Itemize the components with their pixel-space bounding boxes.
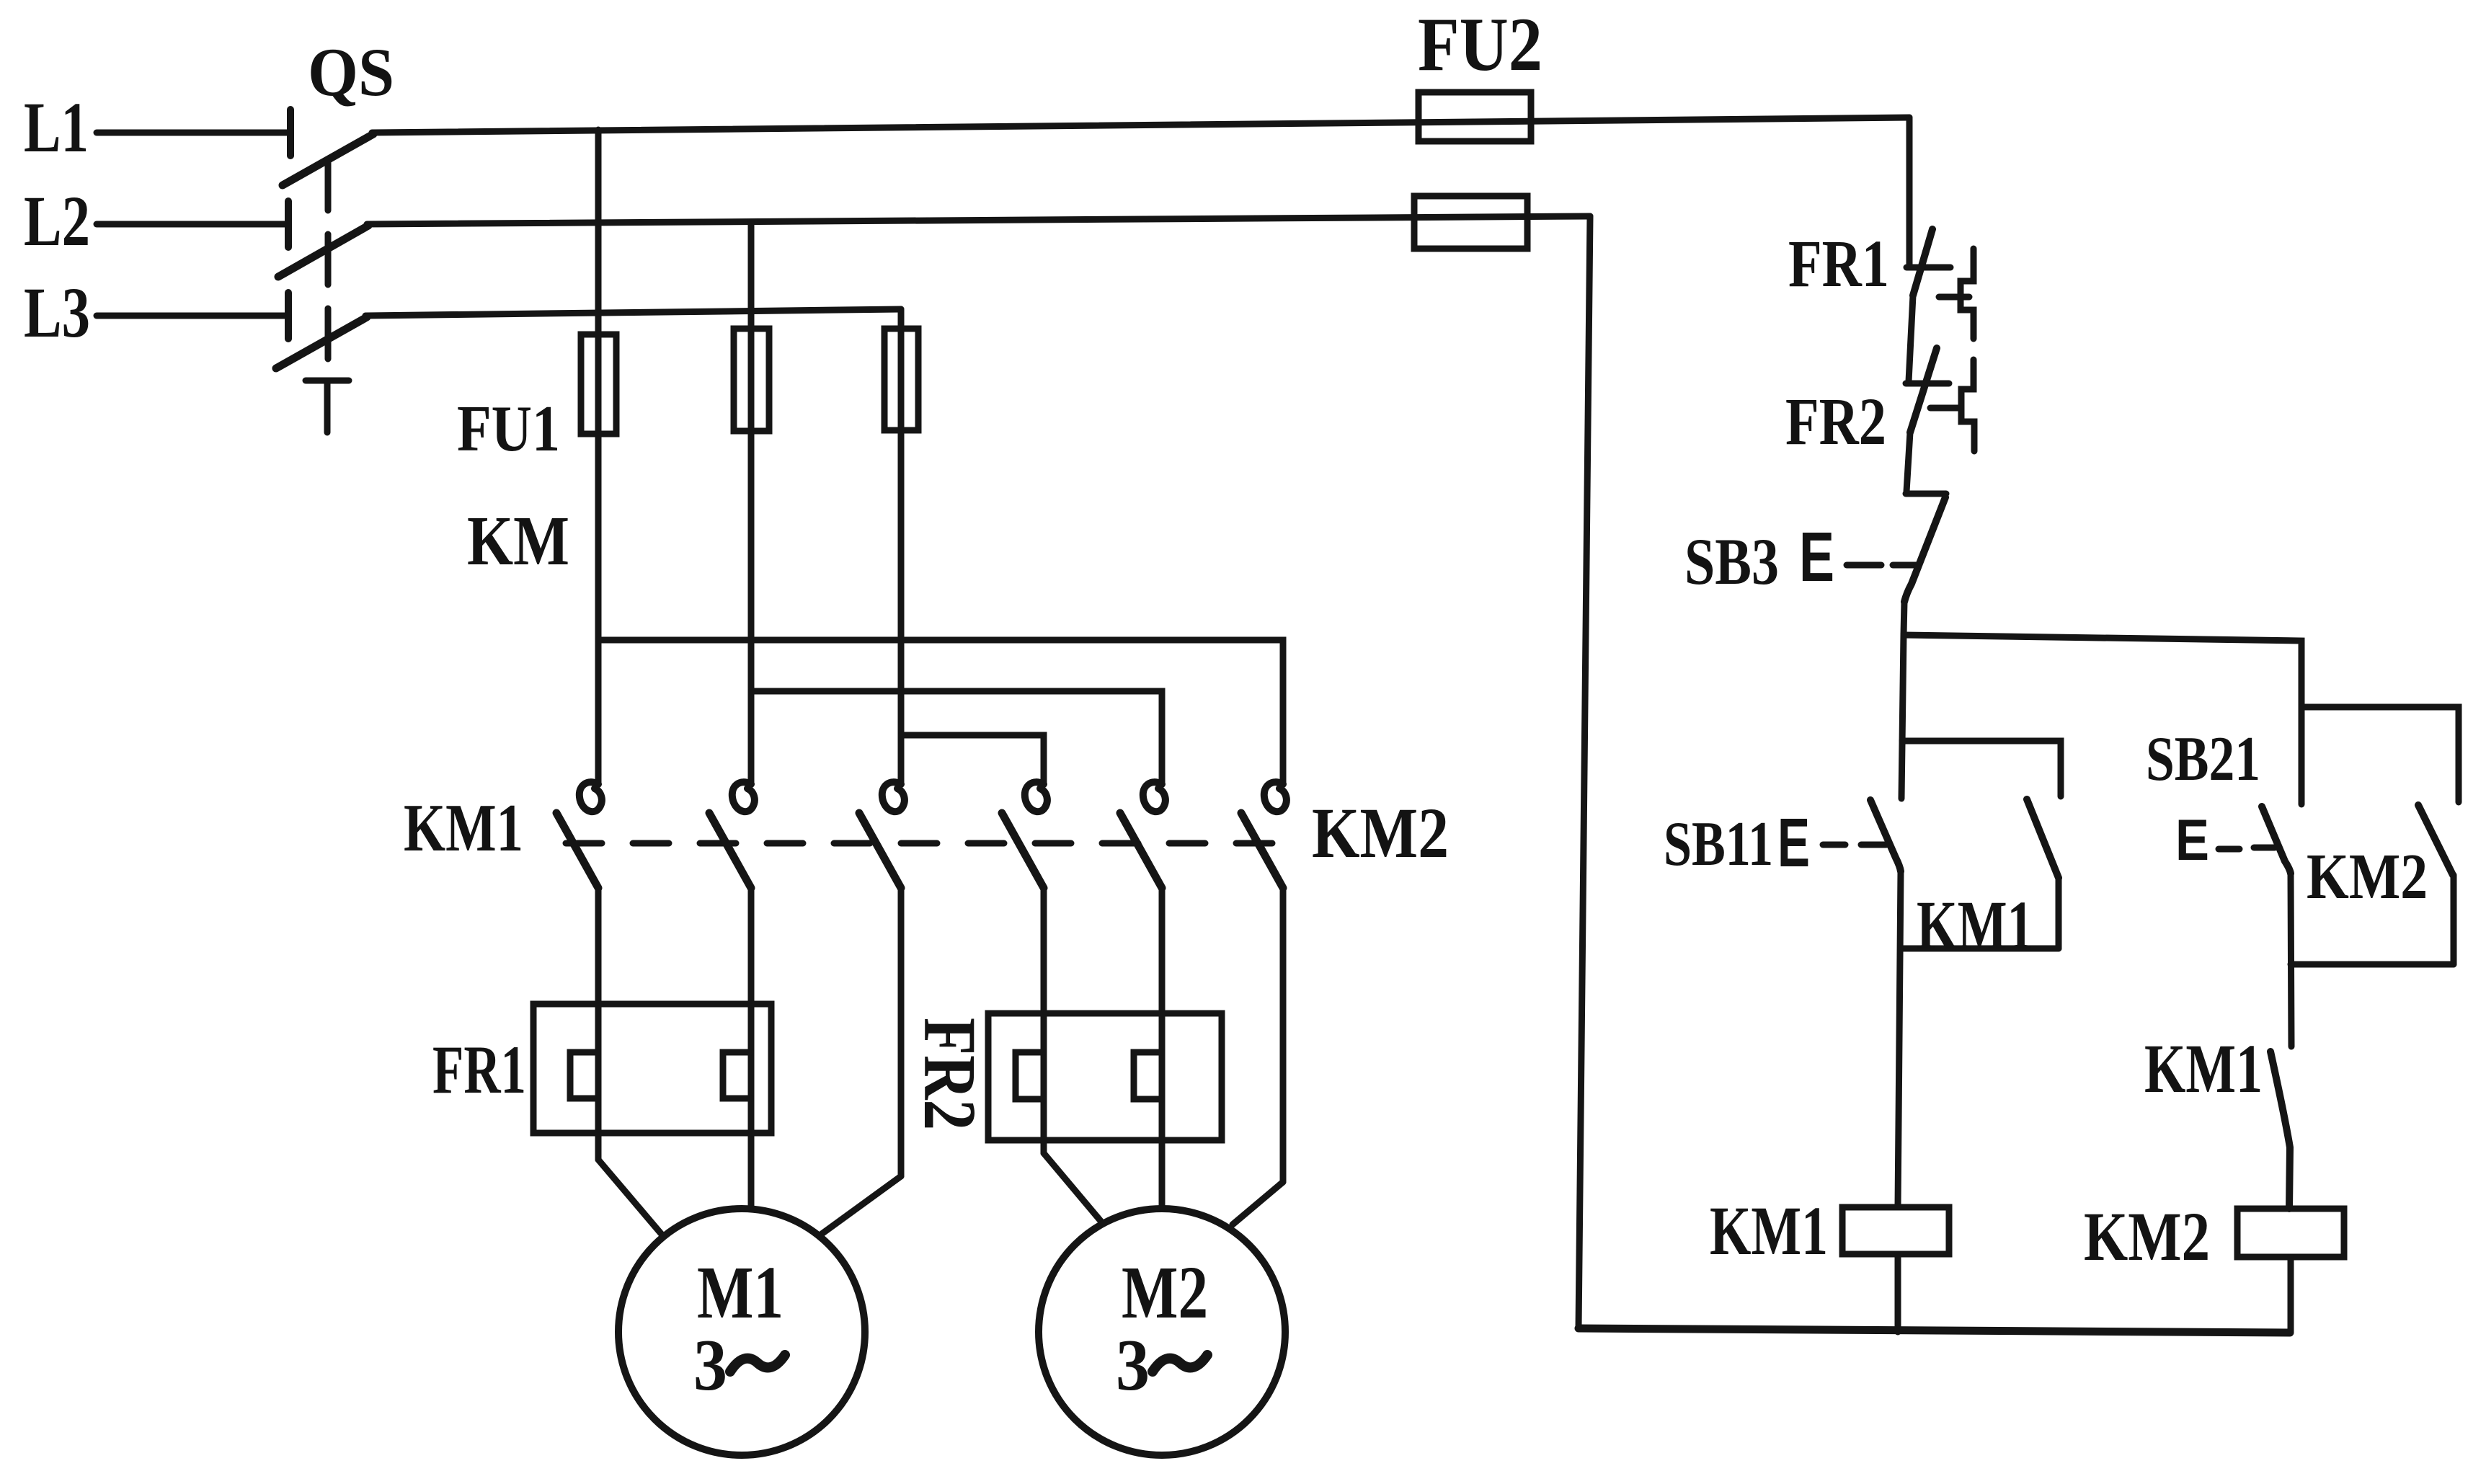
svg-text:E: E [2175, 808, 2209, 873]
svg-text:SB21: SB21 [2146, 724, 2260, 794]
svg-text:FU1: FU1 [457, 392, 560, 465]
svg-text:KM2: KM2 [2084, 1198, 2210, 1275]
svg-text:KM1: KM1 [1710, 1192, 1828, 1269]
svg-text:KM1: KM1 [2144, 1030, 2263, 1107]
svg-text:E: E [1777, 804, 1810, 881]
svg-text:KM2: KM2 [1312, 793, 1449, 873]
svg-text:FR2: FR2 [1785, 385, 1886, 459]
svg-text:KM: KM [467, 502, 569, 579]
svg-text:M2: M2 [1122, 1251, 1208, 1334]
svg-text:L2: L2 [24, 181, 90, 261]
svg-text:3: 3 [693, 1325, 727, 1406]
svg-text:FR1: FR1 [1788, 227, 1889, 301]
svg-text:SB11: SB11 [1664, 809, 1773, 879]
svg-text:QS: QS [308, 34, 394, 110]
svg-text:M1: M1 [697, 1251, 783, 1334]
svg-text:FR2: FR2 [908, 1018, 991, 1130]
svg-text:L3: L3 [24, 272, 90, 352]
svg-text:KM1: KM1 [404, 791, 523, 866]
svg-text:E: E [1799, 517, 1834, 596]
svg-text:FU2: FU2 [1418, 2, 1542, 86]
svg-text:3: 3 [1116, 1325, 1150, 1406]
svg-text:KM2: KM2 [2307, 841, 2428, 912]
svg-text:L1: L1 [24, 87, 89, 167]
svg-text:KM1: KM1 [1917, 887, 2033, 964]
svg-text:SB3: SB3 [1684, 525, 1779, 598]
svg-text:FR1: FR1 [432, 1031, 526, 1108]
